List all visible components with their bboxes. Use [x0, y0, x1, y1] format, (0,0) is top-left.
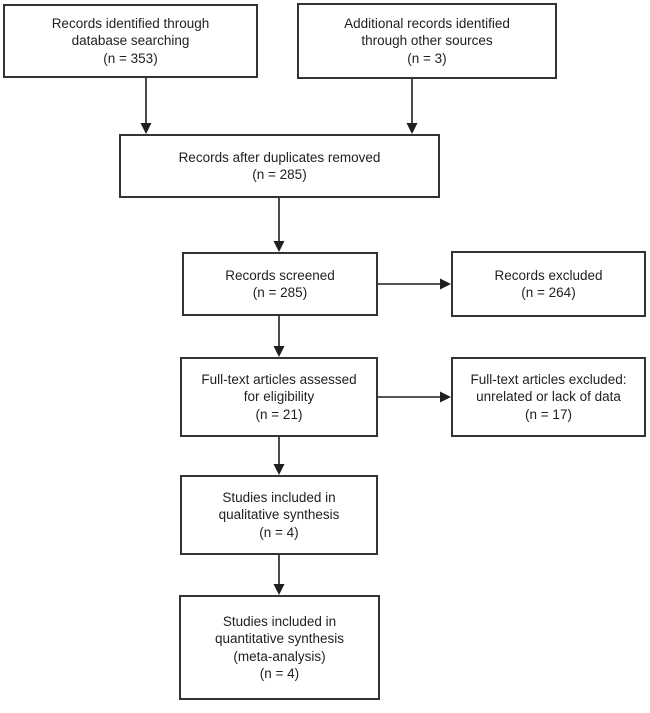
flow-box-text-records-identified-database: Records identified through database sear… [51, 15, 210, 66]
arrow-dedup-to-screened [273, 198, 285, 252]
flow-box-text-fulltext-articles-assessed: Full-text articles assessed for eligibil… [201, 371, 357, 422]
flow-box-text-qualitative-synthesis: Studies included in qualitative synthesi… [218, 489, 340, 540]
flow-box-text-additional-records-other-sources: Additional records identified through ot… [344, 15, 510, 66]
arrow-database-to-dedup [140, 78, 152, 134]
flow-box-text-quantitative-synthesis: Studies included in quantitative synthes… [214, 613, 345, 682]
flow-box-quantitative-synthesis: Studies included in quantitative synthes… [179, 595, 380, 700]
flow-box-records-screened: Records screened (n = 285) [182, 252, 378, 316]
arrow-screened-to-excluded [378, 278, 451, 290]
flow-box-additional-records-other-sources: Additional records identified through ot… [297, 3, 557, 79]
arrow-fulltext-to-qualitative [273, 437, 285, 475]
flow-box-text-records-screened: Records screened (n = 285) [225, 267, 335, 301]
flow-box-records-after-duplicates-removed: Records after duplicates removed (n = 28… [119, 134, 440, 198]
flow-box-text-records-after-duplicates-removed: Records after duplicates removed (n = 28… [178, 149, 381, 183]
arrow-qualitative-to-quantitative [273, 555, 285, 595]
flow-box-text-fulltext-articles-excluded: Full-text articles excluded: unrelated o… [470, 371, 627, 422]
arrow-other-sources-to-dedup [406, 79, 418, 134]
flow-box-text-records-excluded: Records excluded (n = 264) [494, 267, 603, 301]
flow-box-qualitative-synthesis: Studies included in qualitative synthesi… [180, 475, 378, 555]
arrow-fulltext-to-fulltext-excluded [378, 391, 451, 403]
flow-box-fulltext-articles-excluded: Full-text articles excluded: unrelated o… [451, 357, 646, 437]
arrow-screened-to-fulltext [273, 316, 285, 357]
flow-box-records-identified-database: Records identified through database sear… [3, 4, 258, 78]
flow-box-fulltext-articles-assessed: Full-text articles assessed for eligibil… [180, 357, 378, 437]
flow-box-records-excluded: Records excluded (n = 264) [451, 251, 646, 317]
